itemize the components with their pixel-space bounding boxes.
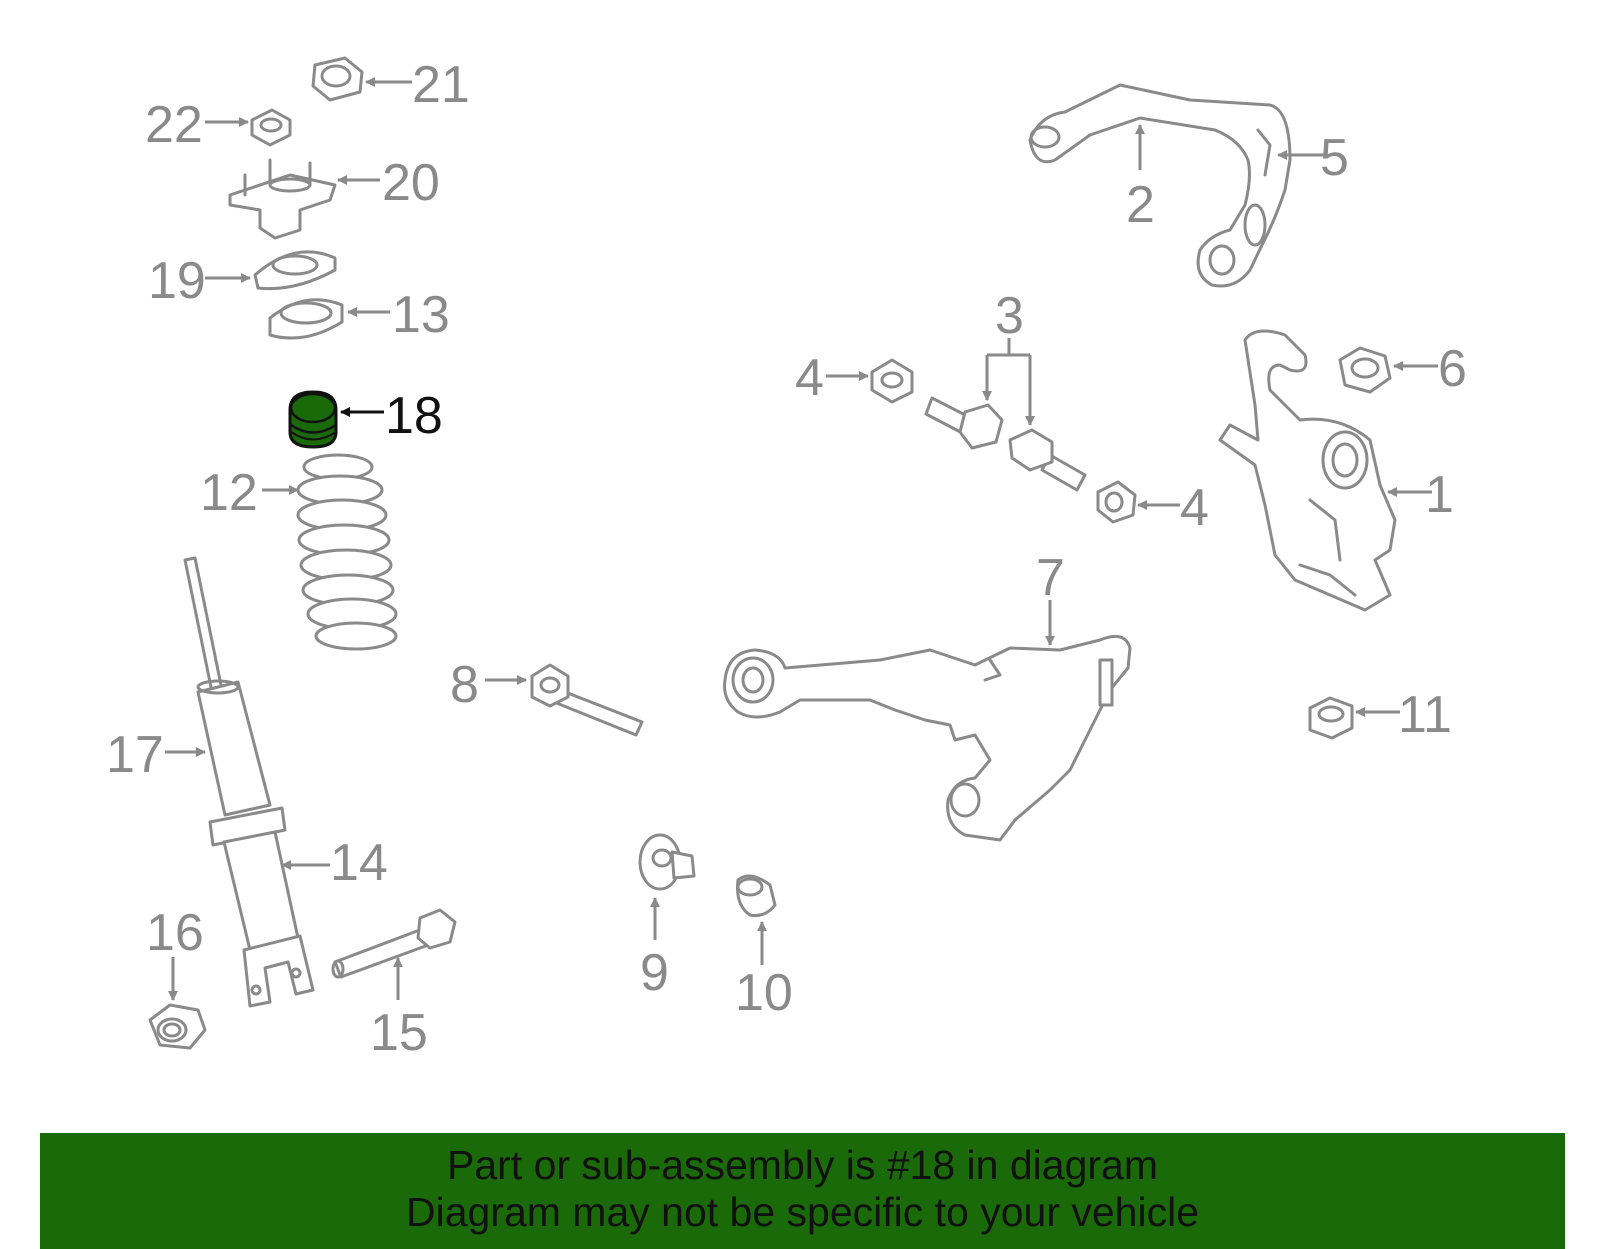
part-6-nut[interactable] — [1338, 346, 1392, 394]
info-banner: Part or sub-assembly is #18 in diagram D… — [40, 1133, 1565, 1249]
callout-4-lower[interactable]: 4 — [1180, 479, 1209, 537]
callout-6[interactable]: 6 — [1438, 340, 1467, 398]
callout-22[interactable]: 22 — [145, 96, 203, 154]
part-16-nut[interactable] — [148, 1003, 207, 1050]
callout-20[interactable]: 20 — [382, 154, 440, 212]
part-4-nut-upper[interactable] — [870, 358, 914, 404]
part-21-nut[interactable] — [311, 56, 364, 102]
banner-line-disclaimer: Diagram may not be specific to your vehi… — [405, 1189, 1199, 1235]
callout-5[interactable]: 5 — [1320, 129, 1349, 187]
part-19-isolator[interactable] — [253, 250, 337, 291]
callout-13[interactable]: 13 — [392, 286, 450, 344]
part-4-nut-lower[interactable] — [1096, 480, 1137, 524]
callout-18[interactable]: 18 — [385, 387, 443, 445]
parts-diagram: 21 22 20 19 13 18 — [106, 56, 1467, 1062]
part-10-cap[interactable] — [736, 874, 777, 917]
banner-line-part: Part or sub-assembly is #18 in diagram — [447, 1142, 1158, 1188]
callout-16[interactable]: 16 — [146, 904, 204, 962]
part-11-nut[interactable] — [1308, 696, 1354, 740]
callout-4-upper[interactable]: 4 — [795, 349, 824, 407]
callout-8[interactable]: 8 — [450, 656, 479, 714]
part-22-nut[interactable] — [250, 108, 292, 147]
callout-21[interactable]: 21 — [412, 56, 470, 114]
callout-1[interactable]: 1 — [1425, 466, 1454, 524]
callout-15[interactable]: 15 — [370, 1004, 428, 1062]
part-12-coil-spring[interactable] — [296, 453, 398, 651]
callout-2[interactable]: 2 — [1126, 176, 1155, 234]
part-9-cam-bolt[interactable] — [638, 833, 696, 891]
part-2-upper-control-arm[interactable] — [1028, 83, 1292, 288]
part-3-bolts[interactable] — [924, 396, 1087, 492]
part-1-steering-knuckle[interactable] — [1218, 329, 1397, 612]
callout-14[interactable]: 14 — [330, 834, 388, 892]
part-8-bolt[interactable] — [530, 663, 644, 737]
part-20-strut-mount[interactable] — [228, 158, 337, 240]
callout-11[interactable]: 11 — [1398, 686, 1452, 744]
callout-17[interactable]: 17 — [106, 726, 164, 784]
part-13-bearing[interactable] — [268, 298, 344, 340]
part-15-bolt[interactable] — [331, 908, 457, 979]
part-18-bumper-highlighted[interactable] — [288, 390, 338, 449]
part-17-shock-absorber[interactable] — [183, 556, 315, 1008]
part-7-lower-control-arm[interactable] — [723, 634, 1132, 842]
callout-12[interactable]: 12 — [200, 464, 258, 522]
callout-19[interactable]: 19 — [148, 252, 206, 310]
callout-10[interactable]: 10 — [735, 964, 793, 1022]
callout-3[interactable]: 3 — [995, 287, 1024, 345]
callout-7[interactable]: 7 — [1036, 549, 1065, 607]
callout-9[interactable]: 9 — [640, 944, 669, 1002]
